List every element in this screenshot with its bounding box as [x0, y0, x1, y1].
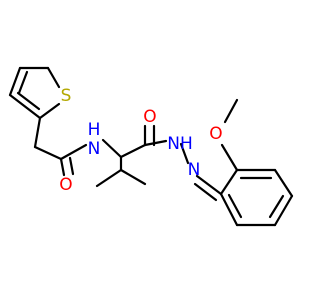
molecule-diagram: S O N H O NH N O	[8, 66, 294, 227]
hydrazide-nitrogen-label: NH	[167, 134, 193, 154]
bond	[8, 93, 42, 120]
bond	[68, 156, 75, 176]
bond	[193, 182, 218, 202]
bond	[219, 168, 239, 196]
bond	[33, 116, 42, 149]
bond	[119, 168, 147, 186]
bond	[143, 139, 168, 147]
bond	[38, 102, 61, 120]
bond	[223, 98, 239, 124]
bond	[8, 66, 22, 97]
bond	[46, 66, 61, 89]
bond	[220, 143, 239, 172]
bond	[273, 194, 294, 227]
bond	[227, 193, 243, 219]
structure-canvas: S O N H O NH N O	[8, 66, 294, 227]
bond	[219, 192, 239, 227]
benzene-ring	[219, 168, 294, 227]
bond	[268, 194, 285, 219]
bond	[16, 91, 41, 111]
amide-nitrogen-label: N	[88, 139, 101, 159]
bond	[179, 142, 190, 165]
bond	[119, 143, 147, 159]
methoxy-oxygen-label: O	[209, 124, 222, 144]
bond	[273, 168, 294, 198]
imine-nitrogen-label: N	[188, 160, 201, 180]
bond	[59, 157, 66, 177]
valine-core	[95, 124, 168, 188]
bond	[59, 143, 88, 161]
thiophene-ring	[8, 66, 61, 120]
bond	[101, 138, 123, 159]
methoxy-group	[220, 98, 239, 172]
amide-hydrogen-label: H	[88, 120, 101, 140]
sulfur-atom-label: S	[61, 86, 72, 106]
bond	[33, 145, 63, 161]
carbonyl-oxygen-label: O	[59, 175, 72, 195]
hydrazone-linkage	[179, 142, 223, 202]
bond	[195, 174, 223, 196]
carbonyl-oxygen-label: O	[143, 107, 156, 127]
bond	[17, 70, 29, 95]
acetamide-chain	[33, 116, 123, 177]
bond	[95, 168, 123, 188]
